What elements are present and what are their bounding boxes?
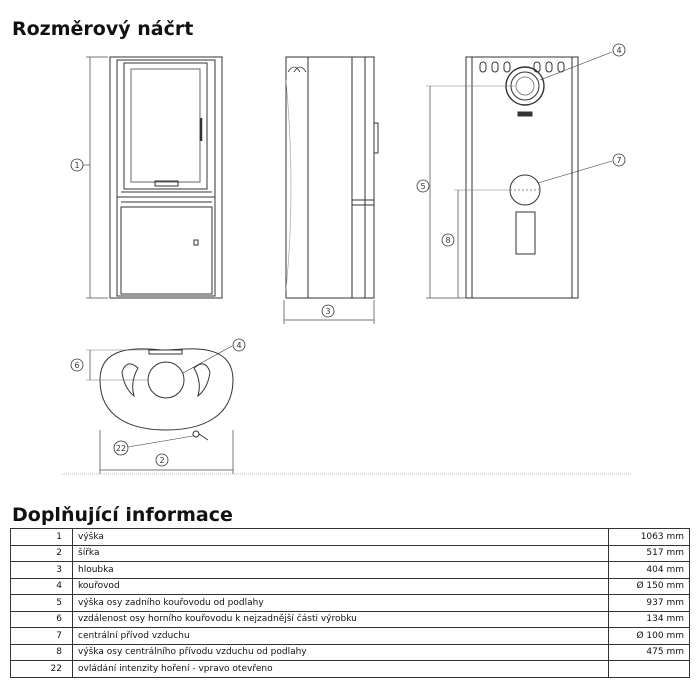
top-view: 2 6 4 22 xyxy=(70,338,246,474)
callout-2-label: 2 xyxy=(159,456,164,465)
callout-5 xyxy=(416,179,430,193)
row-label: ovládání intenzity hoření - vpravo otevř… xyxy=(72,660,609,678)
row-value: Ø 100 mm xyxy=(608,627,690,645)
row-value xyxy=(608,660,690,678)
row-label: výška osy zadního kouřovodu od podlahy xyxy=(72,594,609,612)
callout-4-top xyxy=(232,338,246,352)
callout-4-top-label: 4 xyxy=(236,341,241,350)
row-number: 7 xyxy=(10,627,73,645)
callout-4-rear-label: 4 xyxy=(616,46,621,55)
row-number: 5 xyxy=(10,594,73,612)
front-lower-door xyxy=(120,206,213,295)
front-body xyxy=(109,56,223,299)
callout-7-label: 7 xyxy=(616,156,621,165)
air-control-knob xyxy=(192,430,200,438)
row-label: hloubka xyxy=(72,561,609,579)
row-value: 1063 mm xyxy=(608,528,690,546)
row-value: 134 mm xyxy=(608,610,690,628)
callout-3-label: 3 xyxy=(325,307,330,316)
row-number: 6 xyxy=(10,610,73,628)
row-value: 937 mm xyxy=(608,594,690,612)
callout-6-label: 6 xyxy=(74,361,79,370)
callout-5-label: 5 xyxy=(420,182,425,191)
front-view: 1 xyxy=(70,56,223,299)
row-number: 22 xyxy=(10,660,73,678)
row-label: výška osy centrálního přívodu vzduchu od… xyxy=(72,643,609,661)
row-number: 3 xyxy=(10,561,73,579)
rear-view: 5 8 4 7 xyxy=(416,43,626,299)
callout-4-rear xyxy=(612,43,626,57)
section-title-info: Doplňující informace xyxy=(12,504,233,526)
section-title-sketch: Rozměrový náčrt xyxy=(12,18,194,40)
callout-8 xyxy=(441,233,455,247)
dimension-drawing: 1 3 xyxy=(62,43,632,475)
row-value: 404 mm xyxy=(608,561,690,579)
callout-22-label: 22 xyxy=(116,444,126,453)
row-label: šířka xyxy=(72,544,609,562)
callout-8-label: 8 xyxy=(445,236,450,245)
top-flue-outlet xyxy=(147,361,185,399)
callout-22 xyxy=(113,440,129,456)
row-number: 1 xyxy=(10,528,73,546)
row-label: vzdálenost osy horního kouřovodu k nejza… xyxy=(72,610,609,628)
row-number: 4 xyxy=(10,577,73,595)
row-value: Ø 150 mm xyxy=(608,577,690,595)
row-number: 2 xyxy=(10,544,73,562)
row-label: kouřovod xyxy=(72,577,609,595)
row-value: 517 mm xyxy=(608,544,690,562)
callout-2 xyxy=(155,453,169,467)
row-label: centrální přívod vzduchu xyxy=(72,627,609,645)
callout-7 xyxy=(612,153,626,167)
callout-3 xyxy=(321,304,335,318)
row-number: 8 xyxy=(10,643,73,661)
row-label: výška xyxy=(72,528,609,546)
callout-1-label: 1 xyxy=(74,161,79,170)
rear-opening xyxy=(515,211,536,255)
front-glass-door xyxy=(123,62,208,190)
callout-6 xyxy=(70,358,84,372)
side-view: 3 xyxy=(283,56,379,324)
row-value: 475 mm xyxy=(608,643,690,661)
